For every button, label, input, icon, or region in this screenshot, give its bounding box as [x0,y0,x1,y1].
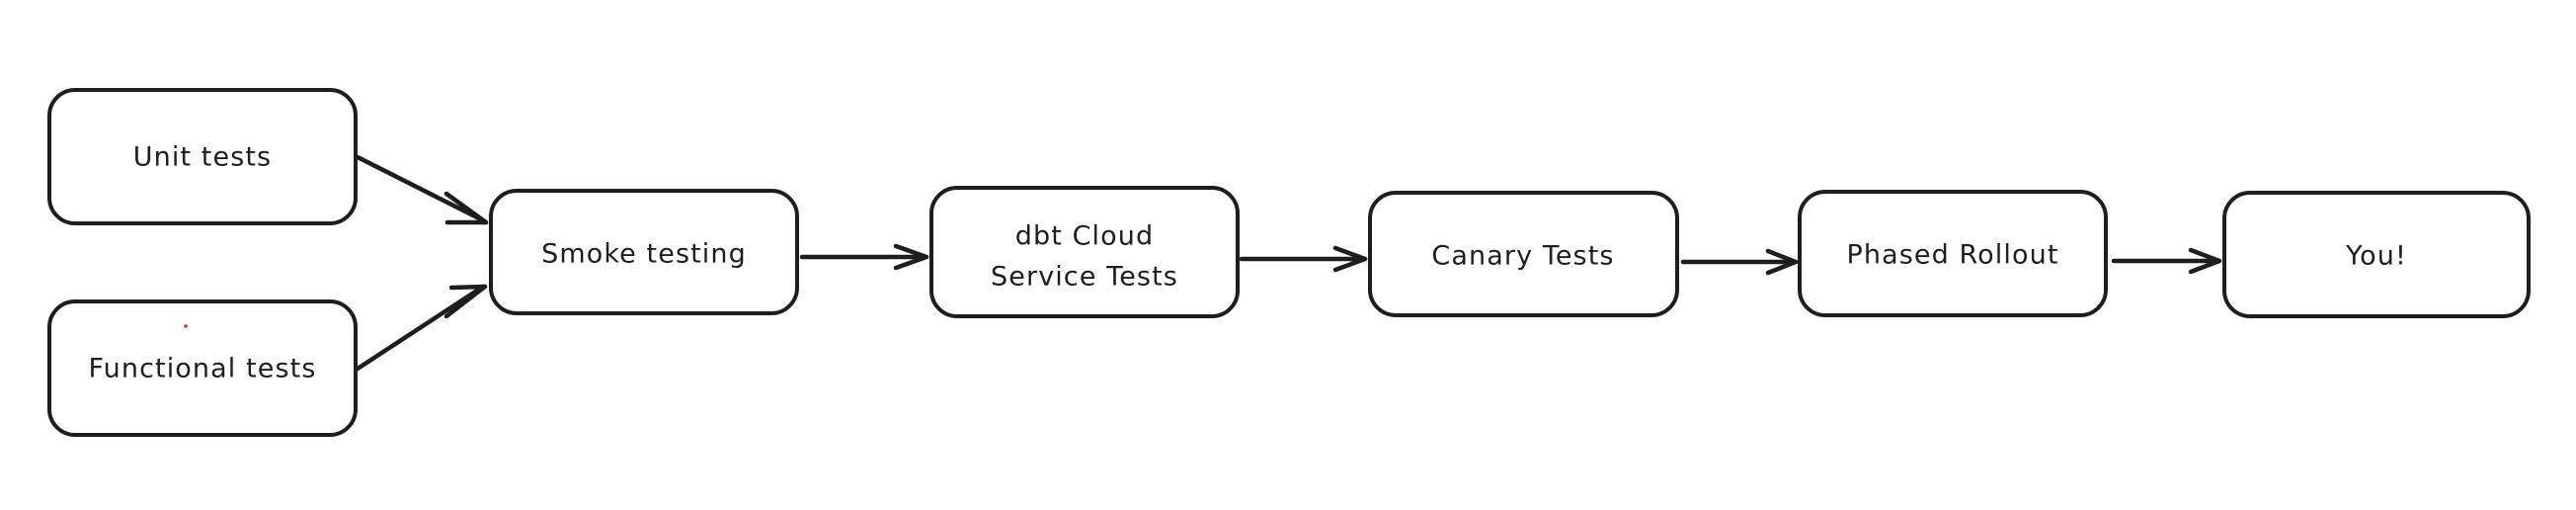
node-you-shape[interactable] [2222,191,2531,318]
node-you-label: You! [2345,241,2407,272]
node-phased-rollout-label: Phased Rollout [1846,240,2058,271]
node-functional-tests-label: Functional tests [89,354,317,384]
node-dbt-cloud-service-tests[interactable]: dbt Cloud Service Tests [929,186,1240,318]
node-unit-tests-shape[interactable] [47,88,358,225]
node-dbt-cloud-service-tests-shape[interactable] [929,186,1240,318]
node-unit-tests[interactable]: Unit tests [47,88,358,225]
node-you[interactable]: You! [2222,191,2531,318]
node-functional-tests-shape[interactable] [47,299,358,437]
node-dbt-cloud-service-tests-label-line1: dbt Cloud [1015,221,1154,252]
node-phased-rollout-shape[interactable] [1798,190,2108,317]
edge-smoke-to-dbt [799,243,929,271]
node-phased-rollout[interactable]: Phased Rollout [1798,190,2108,317]
edge-dbt-to-canary [1239,245,1368,273]
node-dbt-cloud-service-tests-label-line2: Service Tests [991,262,1178,293]
node-canary-tests-shape[interactable] [1368,191,1679,317]
node-canary-tests-label: Canary Tests [1431,241,1614,272]
node-smoke-testing-shape[interactable] [489,189,799,315]
edge-phased-to-you [2111,247,2222,275]
node-smoke-testing[interactable]: Smoke testing [489,189,799,315]
node-smoke-testing-label: Smoke testing [541,239,747,270]
node-functional-tests[interactable]: Functional tests [47,299,358,437]
node-unit-tests-label: Unit tests [133,142,272,173]
red-speck-artifact [184,324,188,328]
edge-canary-to-phased [1680,248,1799,276]
edge-unit-to-smoke [355,154,489,225]
edge-functional-to-smoke [355,284,488,372]
node-canary-tests[interactable]: Canary Tests [1368,191,1679,317]
